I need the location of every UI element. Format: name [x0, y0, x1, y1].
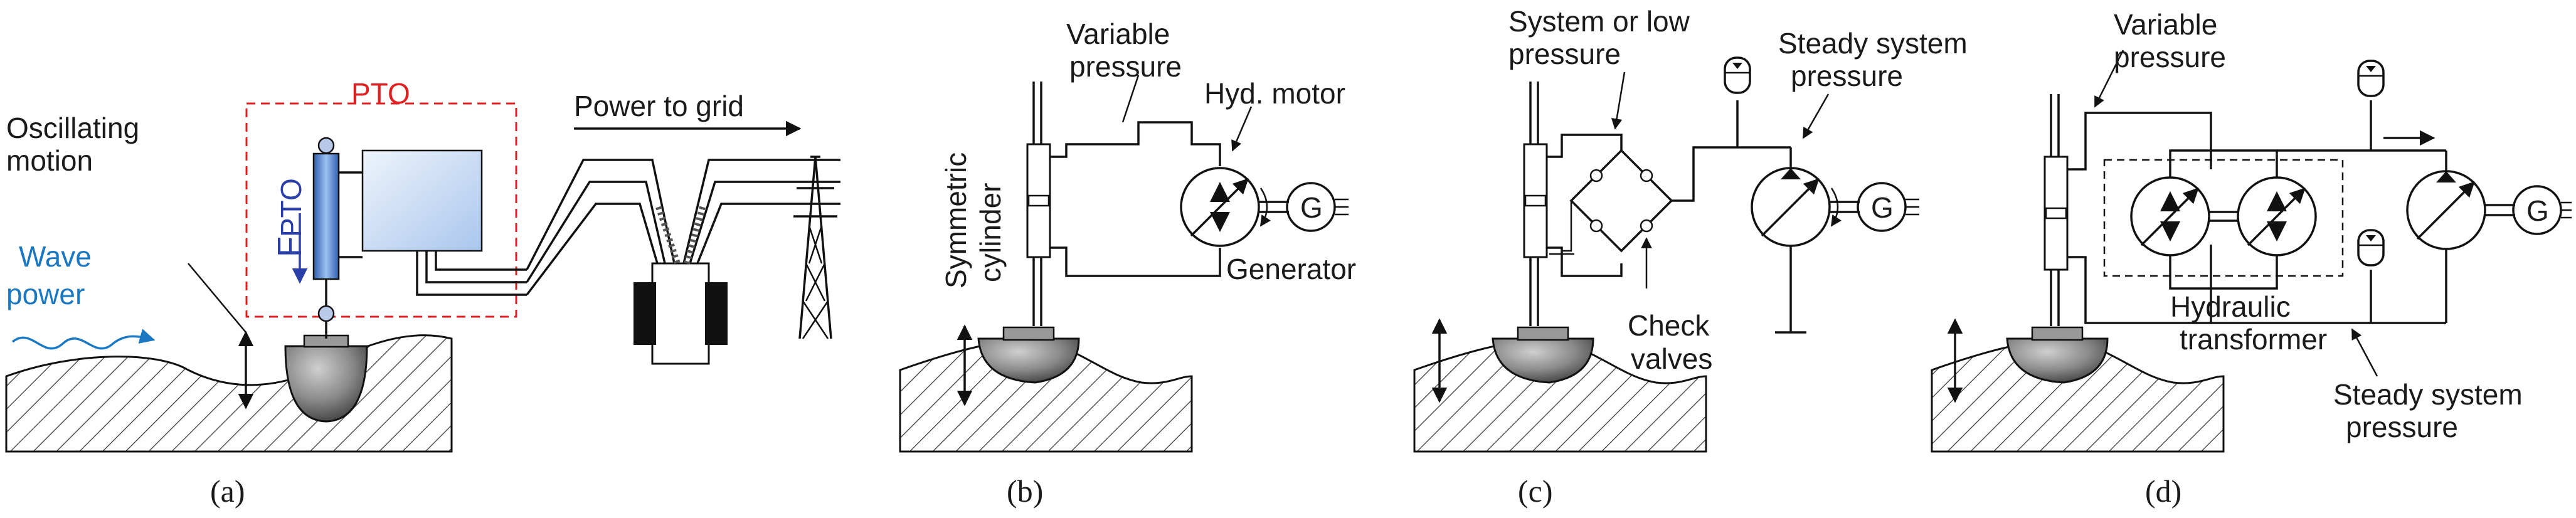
- label-fpto-sub: PTO: [275, 178, 307, 237]
- transformer-unit-2: [2238, 177, 2316, 255]
- hydraulic-motor-b: [1181, 168, 1259, 246]
- label-variable-pressure-d-2: pressure: [2114, 41, 2226, 73]
- hydraulic-motor-d: [2407, 171, 2485, 249]
- caption-c: (c): [1518, 473, 1553, 509]
- panel-d: G Variable pressure Hydraulic transforme…: [1931, 8, 2572, 509]
- panel-c: G System or low pressure Steady system p…: [1413, 5, 1968, 509]
- accumulator-d-top: [2357, 60, 2385, 97]
- label-oscillating-motion-2: motion: [6, 144, 93, 177]
- label-hydraulic-transformer-2: transformer: [2180, 323, 2327, 356]
- label-fpto-main: F: [271, 236, 309, 257]
- label-hyd-motor: Hyd. motor: [1204, 77, 1345, 110]
- panel-a: Oscillating motion PTO Wave power F PTO …: [5, 77, 840, 509]
- seabed-c: [1413, 337, 1707, 453]
- label-check-valves-2: valves: [1631, 342, 1712, 375]
- label-symmetric-cylinder-1: Symmetric: [940, 152, 972, 288]
- buoy-d: [2006, 337, 2109, 384]
- label-system-or-low-pressure-2: pressure: [1508, 38, 1621, 70]
- gen-letter-d: G: [2526, 194, 2549, 227]
- label-steady-system-pressure-c-2: pressure: [1791, 60, 1903, 92]
- buoy-c: [1492, 337, 1594, 384]
- label-variable-pressure-d: Variable: [2114, 8, 2217, 41]
- gen-letter-b: G: [1300, 191, 1323, 224]
- caption-b: (b): [1007, 473, 1043, 509]
- transformer: [621, 159, 840, 365]
- hydraulic-motor-c: [1752, 168, 1830, 246]
- wave-power-arrow: [11, 329, 156, 350]
- label-steady-system-pressure-d: Steady system: [2333, 378, 2523, 411]
- label-wave-power: Wave: [19, 240, 92, 273]
- panel-b: G Variable pressure Hyd. motor Generator…: [899, 18, 1356, 509]
- label-steady-system-pressure-d-2: pressure: [2346, 411, 2458, 443]
- pto-unit-box: [361, 149, 483, 252]
- label-generator: Generator: [1226, 253, 1356, 285]
- label-wave-power-2: power: [6, 278, 85, 310]
- label-system-or-low-pressure: System or low: [1508, 5, 1690, 38]
- hydraulic-cylinder-a: [312, 152, 340, 280]
- label-fpto: F PTO: [271, 178, 309, 257]
- label-symmetric-cylinder-2: cylinder: [974, 182, 1007, 282]
- gen-letter-c: G: [1871, 191, 1894, 224]
- seabed-a: [5, 334, 453, 453]
- caption-a: (a): [210, 473, 245, 509]
- label-steady-system-pressure-c: Steady system: [1778, 27, 1968, 60]
- label-oscillating-motion: Oscillating: [6, 112, 139, 144]
- buoy-b: [977, 337, 1080, 384]
- label-hydraulic-transformer: Hydraulic: [2170, 290, 2291, 323]
- seabed-d: [1931, 337, 2225, 453]
- label-check-valves: Check: [1628, 309, 1710, 342]
- label-variable-pressure-b-2: pressure: [1069, 50, 1182, 83]
- hydraulic-transformer-box: [2103, 159, 2344, 277]
- label-power-to-grid: Power to grid: [574, 90, 744, 122]
- transformer-unit-1: [2131, 177, 2209, 255]
- label-symmetric-cylinder: Symmetric cylinder: [940, 152, 1007, 288]
- check-valve-bridge: [1569, 149, 1673, 253]
- power-pylon: [793, 156, 837, 339]
- pto-box: [245, 102, 517, 318]
- caption-d: (d): [2145, 473, 2181, 509]
- label-pto: PTO: [351, 77, 410, 110]
- label-variable-pressure-b: Variable: [1066, 18, 1170, 50]
- accumulator-c: [1724, 56, 1751, 94]
- buoy-a: [284, 345, 368, 423]
- accumulator-d-bottom: [2357, 229, 2385, 267]
